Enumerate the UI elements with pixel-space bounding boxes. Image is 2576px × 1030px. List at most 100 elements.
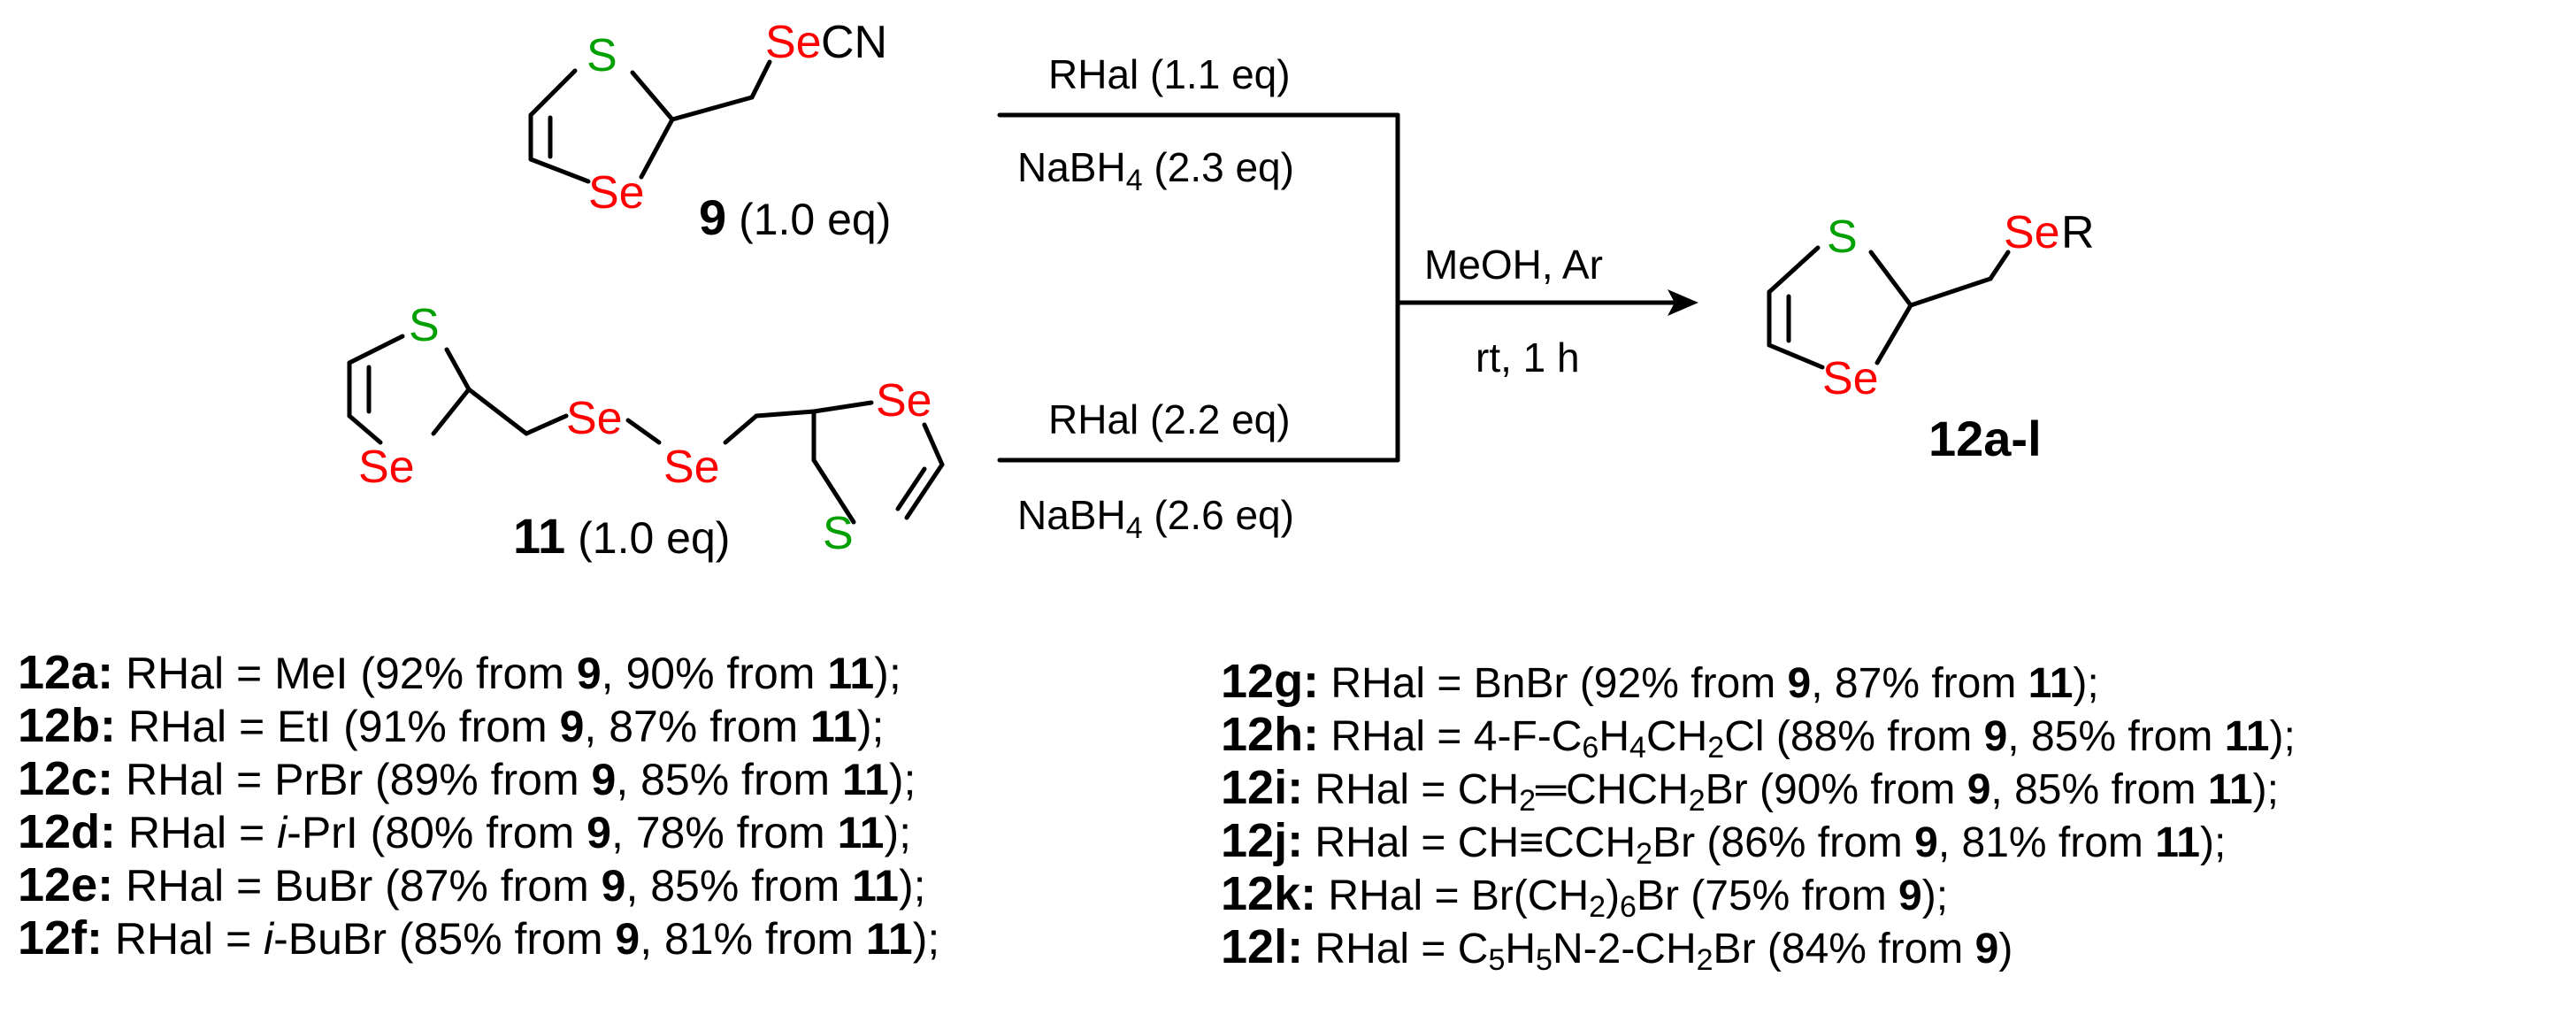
entry-text: Br (86% from	[1652, 819, 1915, 866]
condition-text: (2.3 eq)	[1143, 144, 1294, 190]
entry-code: 12g:	[1221, 655, 1320, 708]
entry-text: -PrI (80% from	[287, 808, 587, 857]
compound-ref: 11	[827, 649, 875, 698]
entry-text: CCH	[1544, 819, 1637, 866]
entry-text: RHal =	[116, 808, 278, 857]
subscript: 5	[1536, 943, 1552, 977]
compound-ref: 9	[1787, 660, 1812, 707]
bond	[1767, 245, 1821, 295]
condition-temperature-time: rt, 1 h	[1476, 334, 1580, 380]
entry-text: Br (75% from	[1636, 872, 1899, 919]
compound-ref: 9	[576, 649, 602, 698]
entry-12b: 12b: RHal = EtI (91% from 9, 87% from 11…	[18, 699, 939, 752]
cyano-group: CN	[821, 17, 887, 68]
entry-text: RHal = 4-F-C	[1319, 713, 1583, 760]
entry-text: , 85% from	[616, 755, 842, 804]
subscript: 6	[1620, 890, 1637, 924]
subscript: 2	[1688, 784, 1706, 818]
entry-code: 12e:	[18, 858, 114, 911]
entry-text: RHal = CH	[1303, 766, 1520, 813]
bond	[347, 413, 383, 445]
double-bond-symbol: ═	[1536, 766, 1567, 813]
condition-text: (2.6 eq)	[1143, 492, 1294, 538]
bond	[811, 457, 856, 525]
entry-12i: 12i: RHal = CH2═CHCH2Br (90% from 9, 85%…	[1221, 761, 2296, 818]
compound-ref: 9	[1966, 766, 1991, 813]
entry-12a: 12a: RHal = MeI (92% from 9, 90% from 11…	[18, 646, 939, 699]
entry-text: );	[1921, 872, 1949, 919]
condition-text: NaBH	[1017, 144, 1126, 190]
entry-text: RHal = BnBr (92% from	[1319, 660, 1788, 707]
entry-code: 12j:	[1221, 814, 1304, 867]
reaction-arrows	[997, 112, 1698, 463]
double-bond-line	[895, 466, 927, 511]
entry-text: )	[1998, 926, 2013, 972]
reaction-scheme: S Se Se CN 9 (1.0 eq) S Se Se Se Se S 11…	[347, 17, 2095, 564]
bond	[811, 400, 874, 414]
entry-text: );	[856, 702, 885, 751]
entry-text: RHal = BuBr (87% from	[113, 861, 602, 911]
entry-text: );	[912, 914, 940, 964]
entry-text: -BuBr (85% from	[273, 914, 616, 964]
bond	[625, 418, 662, 445]
entry-list-right: 12g: RHal = BnBr (92% from 9, 87% from 1…	[1221, 655, 2296, 977]
compound-ref: 9	[1983, 713, 2008, 760]
subscript: 5	[1488, 943, 1506, 977]
subscript: 4	[1126, 511, 1143, 545]
bond	[347, 334, 405, 365]
compound-9-label: 9 (1.0 eq)	[699, 189, 891, 245]
entry-text: CHCH	[1566, 766, 1689, 813]
selenium-atom: Se	[876, 375, 932, 427]
triple-bond-symbol: ≡	[1519, 819, 1545, 866]
compound-ref: 9	[586, 808, 611, 857]
entry-text: , 85% from	[1990, 766, 2208, 813]
compound-ref: 9	[1898, 872, 1922, 919]
bond	[1767, 342, 1825, 370]
bond	[1988, 250, 2011, 281]
entry-12k: 12k: RHal = Br(CH2)6Br (75% from 9);	[1221, 867, 2296, 924]
bond	[1874, 303, 1913, 365]
subscript: 2	[1589, 890, 1606, 924]
sulfur-atom: S	[1827, 211, 1858, 263]
entry-12d: 12d: RHal = i-PrI (80% from 9, 78% from …	[18, 805, 939, 858]
entry-code: 12c:	[18, 752, 114, 805]
compound-ref: 11	[810, 702, 857, 751]
selenium-atom: Se	[2004, 207, 2060, 258]
compound-ref: 9	[601, 861, 626, 911]
compound-ref: 11	[852, 861, 899, 911]
entry-code: 12b:	[18, 699, 117, 752]
entry-12l: 12l: RHal = C5H5N-2-CH2Br (84% from 9)	[1221, 920, 2296, 977]
arrow-head	[1668, 289, 1698, 316]
entry-code: 12l:	[1221, 920, 1304, 973]
entry-text: )	[1606, 872, 1621, 919]
subscript: 2	[1707, 731, 1725, 765]
entry-text: );	[888, 755, 916, 804]
compound-11-label: 11 (1.0 eq)	[513, 508, 730, 564]
bond	[431, 387, 472, 436]
bond	[754, 409, 816, 419]
r-group: R	[2061, 207, 2095, 258]
bond	[749, 59, 772, 100]
entry-text: , 78% from	[610, 808, 838, 857]
entry-list-left: 12a: RHal = MeI (92% from 9, 90% from 11…	[18, 646, 939, 965]
bond	[524, 413, 569, 436]
bond	[528, 68, 578, 118]
italic-prefix: i	[277, 808, 288, 857]
subscript: 2	[1636, 837, 1653, 871]
entry-text: , 90% from	[601, 649, 828, 698]
bond	[639, 117, 675, 180]
entry-text: N-2-CH	[1552, 926, 1697, 972]
entry-12f: 12f: RHal = i-BuBr (85% from 9, 81% from…	[18, 911, 939, 965]
selenium-atom: Se	[566, 393, 623, 444]
entry-12e: 12e: RHal = BuBr (87% from 9, 85% from 1…	[18, 858, 939, 911]
entry-text: );	[2200, 819, 2227, 866]
compound-ref: 9	[1974, 926, 1999, 972]
subscript: 2	[1519, 784, 1537, 818]
compound-ref: 9	[1914, 819, 1938, 866]
entry-text: , 81% from	[640, 914, 866, 964]
compound-ref: 11	[2224, 713, 2270, 760]
entry-code: 12h:	[1221, 708, 1320, 761]
bond	[723, 413, 759, 445]
entry-12g: 12g: RHal = BnBr (92% from 9, 87% from 1…	[1221, 655, 2296, 708]
entry-text: , 85% from	[625, 861, 853, 911]
